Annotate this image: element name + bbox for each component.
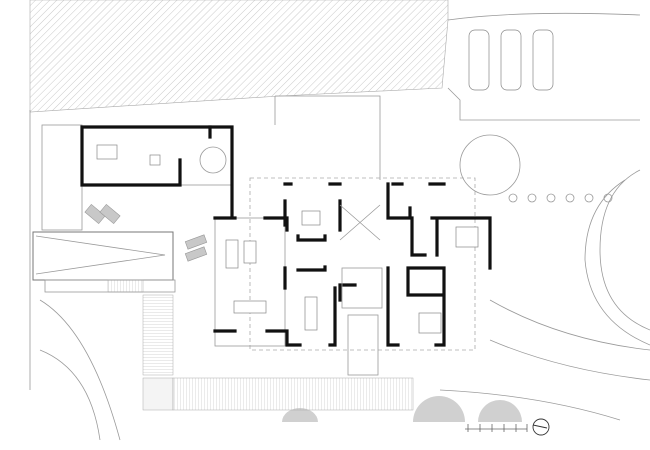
tree <box>459 134 521 196</box>
parked-cars <box>468 29 554 91</box>
scale-bar <box>465 424 528 432</box>
pavilion <box>80 125 234 217</box>
tree-canopy <box>413 396 465 422</box>
roof-outline <box>249 177 476 351</box>
bedroom-wing <box>386 182 492 347</box>
site-lines <box>29 12 650 441</box>
tree-row <box>508 193 613 203</box>
main-house <box>213 182 383 376</box>
pool-terrace <box>32 124 414 411</box>
north-arrow-icon <box>532 418 550 436</box>
tree-canopy <box>478 400 522 422</box>
tree-canopy <box>282 408 318 422</box>
hillside-hatch <box>29 0 449 113</box>
